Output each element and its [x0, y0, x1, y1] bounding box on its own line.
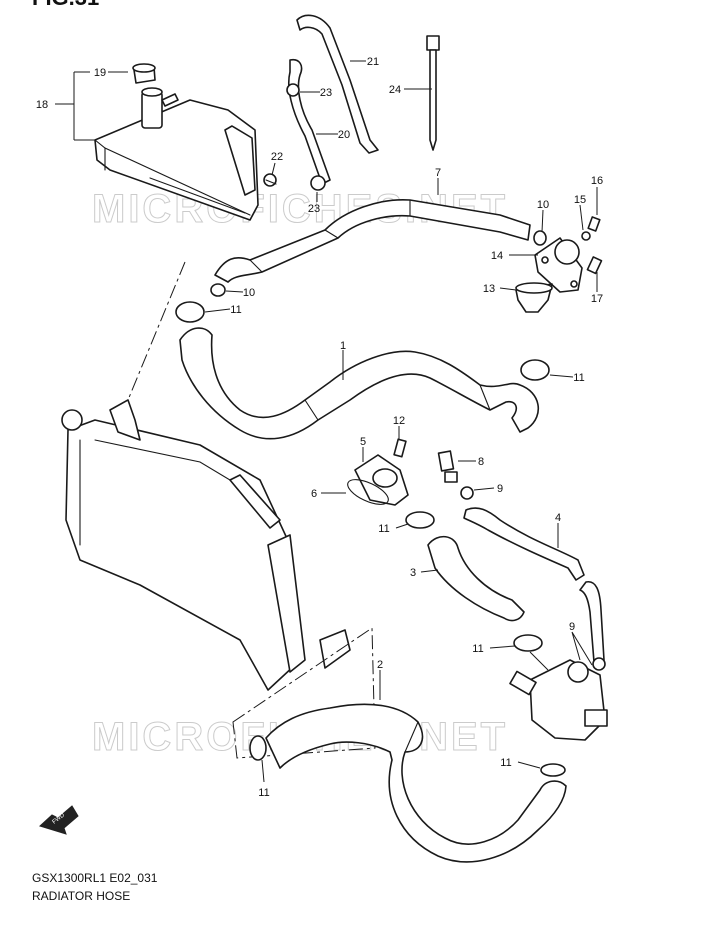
hose-9-bypass [579, 581, 605, 663]
callout-19: 19 [94, 67, 106, 79]
callout-7: 7 [435, 167, 441, 179]
callout-18: 18 [36, 99, 48, 111]
callout-13: 13 [483, 283, 495, 295]
callout-24: 24 [389, 84, 401, 96]
gasket-6 [347, 479, 389, 505]
callout-15: 15 [574, 194, 586, 206]
hose-3 [427, 535, 525, 622]
callout-11: 11 [573, 372, 584, 384]
callout-16: 16 [591, 175, 603, 187]
callout-2: 2 [377, 659, 383, 671]
bolt-16 [587, 216, 601, 232]
callout-8: 8 [478, 456, 484, 468]
hose-7 [214, 199, 531, 283]
callout-5: 5 [360, 436, 366, 448]
callout-23: 23 [308, 203, 320, 215]
inlet-cover-5 [354, 454, 409, 506]
leader-lines [55, 60, 598, 783]
reference-line-upper [127, 261, 186, 401]
clip-9-lower [592, 657, 606, 671]
clip-23-upper [286, 83, 300, 97]
clamp-11-e [540, 763, 566, 777]
callout-12: 12 [393, 415, 405, 427]
model-code: GSX1300RL1 E02_031 [32, 871, 158, 885]
diagram-title: RADIATOR HOSE [32, 889, 131, 903]
clamp-11-f [249, 735, 267, 761]
callout-14: 14 [491, 250, 503, 262]
callout-4: 4 [555, 512, 561, 524]
water-pump [509, 659, 608, 741]
thermostat-13 [515, 282, 553, 313]
hose-4 [463, 507, 585, 581]
callout-11: 11 [258, 787, 269, 799]
washer-15 [581, 231, 591, 241]
hose-21 [296, 14, 379, 154]
callout-22: 22 [271, 151, 283, 163]
callout-20: 20 [338, 129, 350, 141]
callout-11: 11 [500, 757, 511, 769]
hose-20 [287, 58, 331, 185]
clip-9-upper [460, 486, 474, 500]
callout-11: 11 [378, 523, 389, 535]
callout-10: 10 [537, 199, 549, 211]
clamp-11-b [520, 359, 550, 381]
callout-3: 3 [410, 567, 416, 579]
callout-6: 6 [311, 488, 317, 500]
bolt-12 [393, 438, 407, 458]
figure-title: FIG.31 [32, 0, 99, 10]
radiator [61, 399, 351, 691]
clamp-10-left [210, 283, 226, 297]
fwd-arrow-icon: FWD [39, 805, 79, 835]
callout-10: 10 [243, 287, 255, 299]
clamp-11-a [175, 301, 205, 323]
callout-23: 23 [320, 87, 332, 99]
clamp-11-d [513, 634, 543, 652]
callout-11: 11 [230, 304, 241, 316]
cable-tie-24 [426, 35, 440, 151]
callout-11: 11 [472, 643, 483, 655]
callout-9: 9 [497, 483, 503, 495]
reservoir-cap [132, 63, 156, 84]
bolt-17 [586, 256, 603, 275]
callout-17: 17 [591, 293, 603, 305]
hose-1 [179, 327, 540, 440]
callout-9: 9 [569, 621, 575, 633]
clamp-10-right [533, 230, 547, 246]
callout-21: 21 [367, 56, 379, 68]
hose-2 [265, 703, 567, 863]
union-bolt-8 [437, 450, 458, 483]
reservoir-tank [94, 87, 259, 221]
callout-1: 1 [340, 340, 346, 352]
clamp-11-c [405, 511, 435, 529]
bolt-22 [263, 173, 277, 187]
reference-line-lower [232, 627, 376, 759]
clip-23-lower [310, 175, 326, 191]
callout-labels: 1918212423202223716151014131710111111258… [36, 56, 603, 799]
thermostat-cover-14 [534, 237, 583, 293]
